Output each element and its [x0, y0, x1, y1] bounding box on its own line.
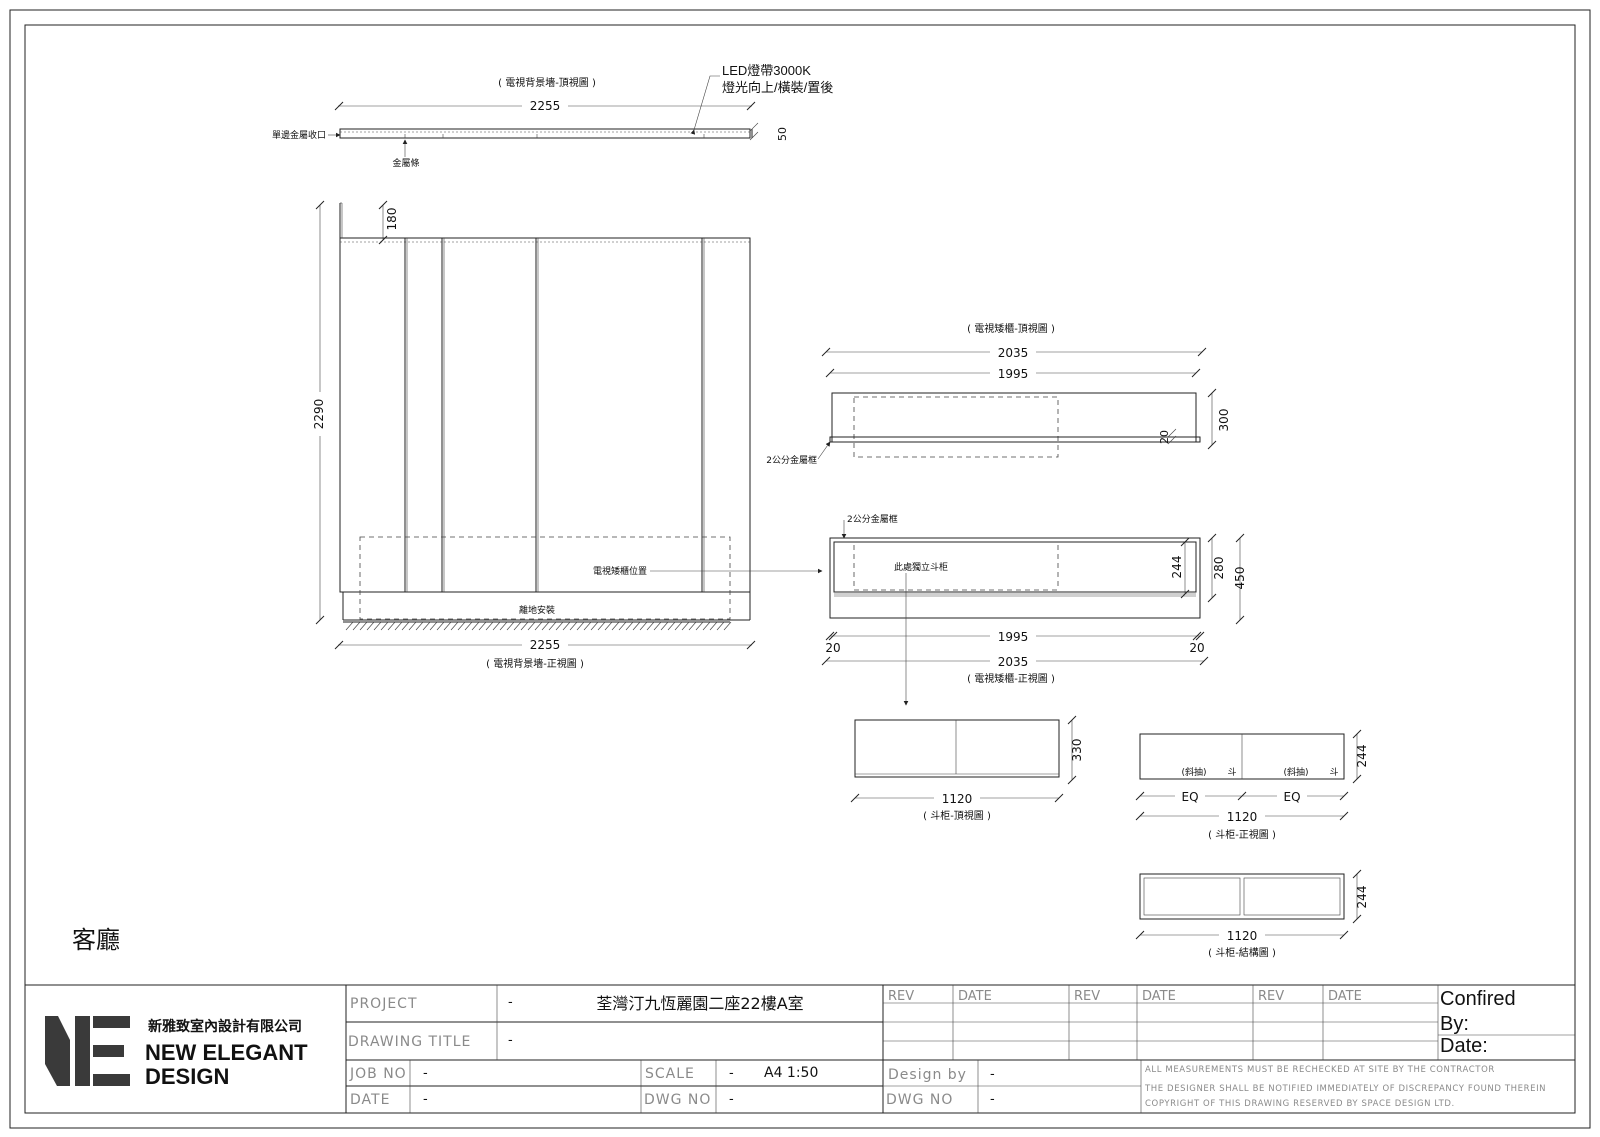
- drawer-front-caption: ( 斗柜-正視圖 ): [1208, 828, 1276, 841]
- tv-wall-height: 2290: [312, 399, 326, 430]
- top-strip-height: 180: [385, 208, 399, 231]
- confirmed-by-line-2: By:: [1440, 1013, 1469, 1035]
- drawer-top-width: 1120: [942, 792, 973, 806]
- drawer-slant-right: (斜抽): [1283, 766, 1308, 778]
- drawing-title-dash: -: [508, 1033, 513, 1048]
- led-note-line-2: 燈光向上/橫裝/置後: [722, 80, 833, 95]
- outer-border: [9, 9, 1591, 1129]
- date-label: DATE: [350, 1092, 390, 1108]
- frame-note-front: 2公分金屬框: [847, 513, 898, 525]
- dwg-no-dash-1: -: [729, 1092, 734, 1107]
- cabinet-inner-width-top: 1995: [998, 367, 1029, 381]
- drawer-struct-caption: ( 斗柜-結構圖 ): [1208, 946, 1276, 959]
- drawer-depth: 330: [1070, 739, 1084, 762]
- note-line-2: THE DESIGNER SHALL BE NOTIFIED IMMEDIATE…: [1144, 1084, 1546, 1094]
- tv-wall-front-view: 電視矮櫃位置 離地安裝 2290 180 2255 ( 電視背景墻-正視圖 ): [312, 200, 823, 670]
- drawer-front-width: 1120: [1227, 810, 1258, 824]
- drawer-eq-left: EQ: [1181, 790, 1198, 804]
- drawer-structure-view: 244 1120 ( 斗柜-結構圖 ): [1135, 869, 1369, 959]
- tv-wall-front-width: 2255: [530, 638, 561, 652]
- tv-wall-top-width: 2255: [530, 99, 561, 113]
- strip-note: 金屬條: [392, 157, 419, 169]
- drawer-top-caption: ( 斗柜-頂視圖 ): [923, 809, 991, 822]
- cabinet-inner-height: 244: [1170, 556, 1184, 579]
- tv-wall-front-caption: ( 電視背景墻-正視圖 ): [486, 657, 584, 670]
- cabinet-position-note: 電視矮櫃位置: [593, 565, 647, 577]
- company-name-en-2: DESIGN: [145, 1064, 229, 1089]
- drawing-title-label: DRAWING TITLE: [348, 1034, 471, 1050]
- tv-cabinet-front-caption: ( 電視矮櫃-正視圖 ): [967, 672, 1055, 685]
- date-dash: -: [423, 1092, 428, 1107]
- note-line-3: COPYRIGHT OF THIS DRAWING RESERVED BY SP…: [1145, 1099, 1455, 1109]
- rev-label-2: REV: [1074, 989, 1100, 1004]
- drawer-slant-left: (斜抽): [1181, 766, 1206, 778]
- rev-date-label-2: DATE: [1142, 989, 1176, 1004]
- drawer-front-view: (斜抽) 斗 (斜抽) 斗 244 EQ EQ 1120 ( 斗柜-正視圖 ): [1135, 729, 1369, 841]
- company-name-cn: 新雅致室內設計有限公司: [148, 1018, 302, 1035]
- led-note-line-1: LED燈帶3000K: [722, 63, 811, 78]
- dwg-no-dash-2: -: [990, 1092, 995, 1107]
- company-name-en-1: NEW ELEGANT: [145, 1040, 308, 1065]
- side-thickness-left: 20: [825, 641, 840, 655]
- scale-value: A4 1:50: [764, 1065, 818, 1081]
- dwg-no-label-2: DWG NO: [886, 1092, 953, 1108]
- inner-border: [24, 24, 1576, 1114]
- company-logo-icon: [45, 1016, 130, 1086]
- cabinet-mid-height: 280: [1212, 557, 1226, 580]
- cabinet-outer-width-top: 2035: [998, 346, 1029, 360]
- drawer-independent-note: 此處獨立斗柜: [894, 561, 948, 573]
- project-dash: -: [508, 995, 513, 1010]
- rev-label-3: REV: [1258, 989, 1284, 1004]
- cabinet-inner-width-front: 1995: [998, 630, 1029, 644]
- drawer-front-height: 244: [1355, 745, 1369, 768]
- job-no-label: JOB NO: [349, 1066, 407, 1082]
- rev-label-1: REV: [888, 989, 914, 1004]
- scale-dash: -: [729, 1066, 734, 1081]
- drawer-struct-height: 244: [1355, 886, 1369, 909]
- scale-label: SCALE: [645, 1066, 695, 1082]
- tv-cabinet-front-view: 2公分金屬框 此處獨立斗柜 244 280 450 1995 20 20: [821, 513, 1247, 706]
- tv-wall-top-view: ( 電視背景墻-頂視圖 ) 2255 50 單邊金屬收口 金屬條 LED燈帶30…: [272, 63, 833, 169]
- rev-date-label-3: DATE: [1328, 989, 1362, 1004]
- edge-note: 單邊金屬收口: [272, 129, 326, 141]
- job-no-dash: -: [423, 1066, 428, 1081]
- design-by-label: Design by: [888, 1067, 967, 1083]
- date-field: Date:: [1440, 1035, 1488, 1057]
- confirmed-by-line-1: Confired: [1440, 988, 1516, 1010]
- tv-wall-depth: 50: [776, 127, 789, 141]
- design-by-dash: -: [990, 1067, 995, 1082]
- floor-install-note: 離地安裝: [519, 604, 555, 616]
- note-line-1: ALL MEASUREMENTS MUST BE RECHECKED AT SI…: [1145, 1065, 1495, 1075]
- side-thickness-right: 20: [1189, 641, 1204, 655]
- tv-cabinet-top-caption: ( 電視矮櫃-頂視圖 ): [967, 322, 1055, 335]
- title-block: 新雅致室內設計有限公司 NEW ELEGANT DESIGN PROJECT -…: [25, 984, 1575, 1113]
- drawer-dou-left: 斗: [1227, 767, 1236, 778]
- tv-cabinet-top-view: ( 電視矮櫃-頂視圖 ) 2035 1995 20 300 2公分金屬框: [766, 322, 1231, 466]
- drawer-top-view: 330 1120 ( 斗柜-頂視圖 ): [850, 715, 1084, 822]
- project-label: PROJECT: [350, 996, 418, 1012]
- drawer-struct-width: 1120: [1227, 929, 1258, 943]
- cabinet-depth: 300: [1217, 409, 1231, 432]
- cabinet-total-height: 450: [1233, 567, 1247, 590]
- project-value: 荃灣汀九恆麗園二座22樓A室: [596, 994, 803, 1013]
- tv-wall-top-caption: ( 電視背景墻-頂視圖 ): [498, 76, 596, 89]
- frame-thickness: 20: [1158, 430, 1171, 444]
- cabinet-outer-width-front: 2035: [998, 655, 1029, 669]
- drawer-dou-right: 斗: [1329, 767, 1338, 778]
- frame-note-top: 2公分金屬框: [766, 454, 817, 466]
- drawer-eq-right: EQ: [1283, 790, 1300, 804]
- rev-date-label-1: DATE: [958, 989, 992, 1004]
- dwg-no-label-1: DWG NO: [644, 1092, 711, 1108]
- room-label: 客廳: [72, 926, 120, 954]
